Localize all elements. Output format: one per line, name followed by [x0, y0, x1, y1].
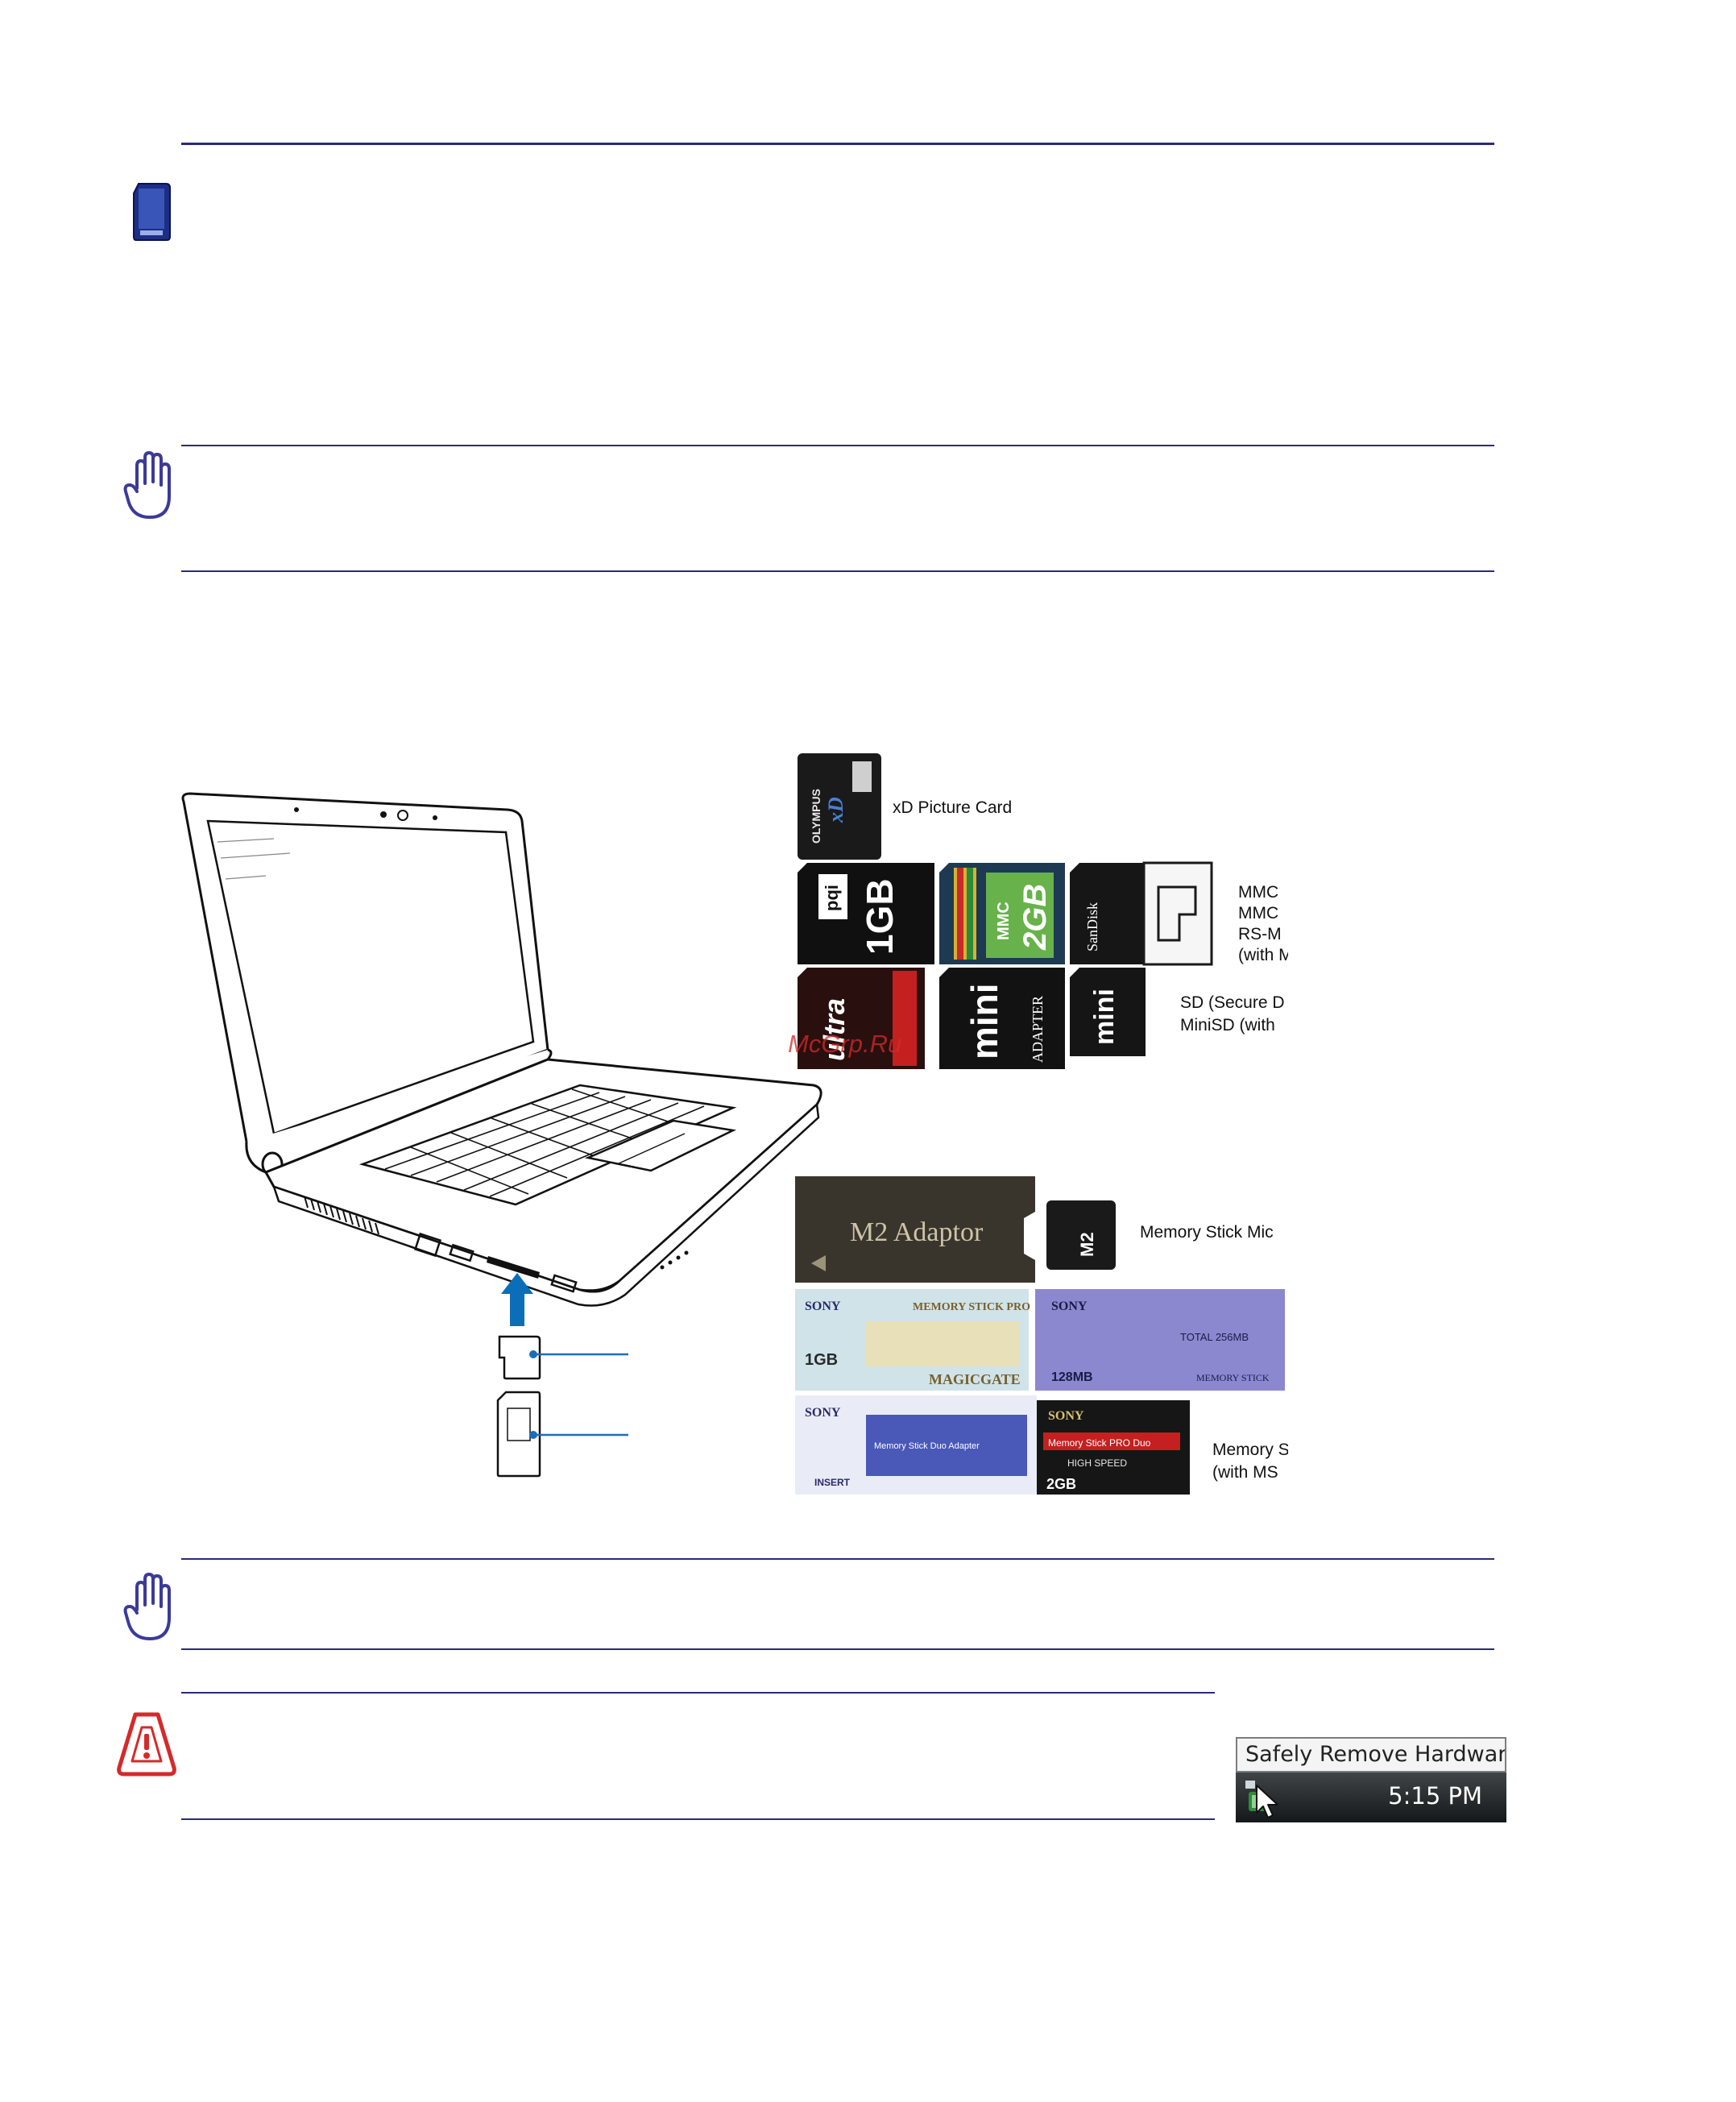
ms-pro-duo-print: Memory Stick PRO Duo	[1048, 1437, 1151, 1449]
insert-direction-arrow	[501, 1273, 533, 1326]
warning-top-rule	[181, 1692, 1215, 1694]
xd-brand-print: OLYMPUS	[810, 789, 822, 844]
caption-memory-stick-micro: Memory Stick Mic	[1140, 1223, 1274, 1242]
sony-print: SONY	[805, 1300, 841, 1313]
note1-top-rule	[181, 445, 1494, 446]
caption-mmc-2: MMC	[1238, 904, 1279, 922]
clock-time[interactable]: 5:15 PM	[1388, 1782, 1482, 1810]
m2-card-print: M2	[1077, 1232, 1097, 1257]
note1-bottom-rule	[181, 570, 1494, 572]
top-rule	[181, 143, 1494, 145]
ms-pro-print: MEMORY STICK PRO	[913, 1301, 1030, 1313]
mmc-2gb-print: 2GB	[1017, 884, 1053, 951]
sony-print: SONY	[1051, 1300, 1088, 1313]
safely-remove-hardware-tooltip: Safely Remove Hardware	[1236, 1737, 1506, 1772]
pqi-print: pqi	[822, 885, 842, 911]
ultra-print: ultra	[818, 998, 851, 1061]
note2-bottom-rule	[181, 1648, 1494, 1650]
watermark: McGrp.Ru	[788, 1030, 902, 1058]
caption-with-adapter-1: (with M	[1238, 946, 1288, 964]
ms-128-print: 128MB	[1051, 1370, 1093, 1384]
caption-mmc-1: MMC	[1238, 883, 1279, 902]
laptop-illustration	[181, 792, 822, 1307]
taskbar-tray: 5:15 PM	[1236, 1772, 1506, 1822]
adapter-print: ADAPTER	[1030, 996, 1046, 1063]
note2-top-rule	[181, 1558, 1494, 1560]
warning-icon	[117, 1712, 176, 1777]
sandisk-print: SanDisk	[1084, 902, 1100, 951]
insert-print: INSERT	[814, 1477, 851, 1488]
note-hand-icon	[123, 1573, 171, 1640]
warning-bottom-rule	[181, 1818, 1215, 1820]
caption-sd: SD (Secure D	[1180, 993, 1285, 1012]
card-leader-line	[529, 1350, 628, 1358]
magicgate-print: MAGICGATE	[929, 1371, 1021, 1387]
xd-logo-print: xD	[824, 797, 847, 823]
caption-rs-mmc: RS-M	[1238, 925, 1282, 943]
mmc-print: MMC	[995, 902, 1013, 940]
caption-memory-stick: Memory S	[1212, 1441, 1288, 1459]
duo-adapter-print: Memory Stick Duo Adapter	[874, 1441, 980, 1451]
ms-2gb-print: 2GB	[1046, 1476, 1076, 1492]
high-speed-print: HIGH SPEED	[1067, 1457, 1127, 1469]
sony-print: SONY	[805, 1406, 841, 1420]
caption-xd-picture-card: xD Picture Card	[893, 798, 1013, 817]
sd-1gb-print: 1GB	[859, 878, 901, 955]
small-card-outline	[498, 1335, 541, 1380]
caption-with-ms-adapter: (with MS	[1212, 1463, 1278, 1482]
mini-adapter-print: mini	[963, 983, 1005, 1059]
mini-card-print: mini	[1089, 989, 1120, 1045]
note-hand-icon	[123, 451, 171, 519]
card-leader-line	[529, 1431, 628, 1439]
card-collage-bottom: M2 Adaptor M2 SONY MEMORY STICK PRO 1GB …	[795, 1176, 1285, 1495]
card-collage-top: OLYMPUS xD pqi 1GB MMC 2GB SanDisk ultra…	[798, 753, 1213, 1069]
ms-total-print: TOTAL 256MB	[1180, 1331, 1249, 1343]
mouse-cursor-icon	[1256, 1785, 1278, 1818]
memory-card-icon	[133, 183, 171, 241]
sony-print: SONY	[1048, 1409, 1084, 1423]
caption-minisd: MiniSD (with	[1180, 1016, 1275, 1034]
ms-1gb-print: 1GB	[805, 1351, 838, 1369]
large-card-outline	[496, 1391, 541, 1478]
m2-adaptor-print: M2 Adaptor	[850, 1217, 984, 1247]
memory-stick-print: MEMORY STICK	[1196, 1372, 1270, 1383]
